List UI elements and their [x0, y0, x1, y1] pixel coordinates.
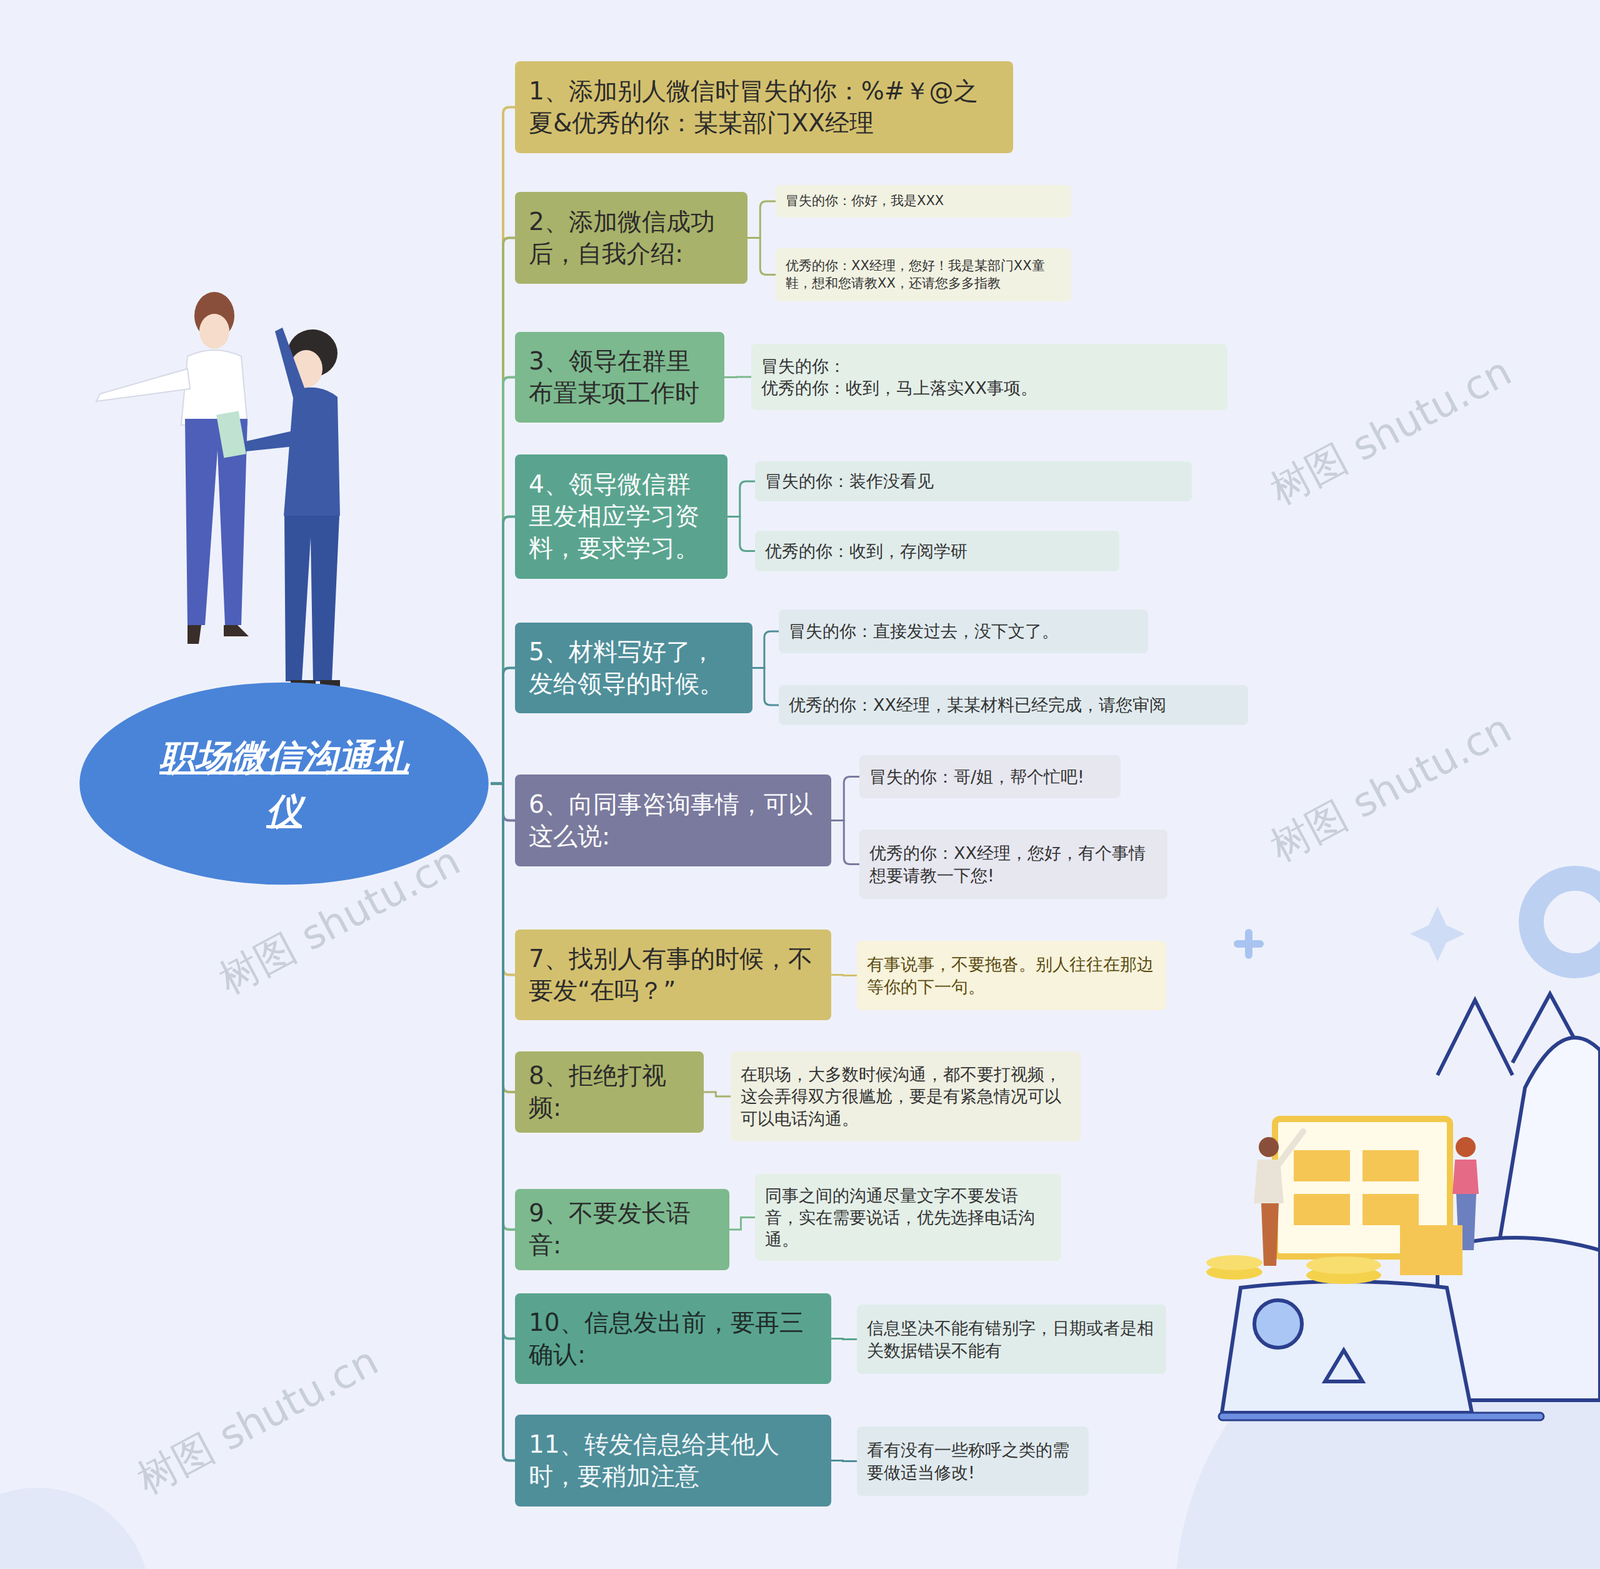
title-text: 职场微信沟通礼仪	[146, 730, 422, 837]
connector	[490, 377, 515, 784]
branch-box: 2、添加微信成功后，自我介绍:	[515, 191, 748, 284]
connector	[747, 238, 776, 275]
node-text: 2、添加微信成功后，自我介绍:	[528, 206, 734, 270]
connector	[490, 668, 515, 784]
watermark: 树图 shutu.cn	[1260, 344, 1521, 517]
connector	[490, 516, 515, 784]
node-text: 优秀的你：收到，存阅学研	[765, 540, 1110, 562]
node-text: 看有没有一些称呼之类的需要做适当修改!	[866, 1438, 1079, 1483]
node-text: 冒失的你：	[761, 355, 1218, 377]
node-text: 优秀的你：XX经理，您好，有个事情想要请教一下您!	[869, 841, 1158, 886]
node-text: 1、添加别人微信时冒失的你：%#￥@之夏&优秀的你：某某部门XX经理	[528, 75, 1000, 139]
connector	[752, 668, 779, 706]
node-text: 有事说事，不要拖沓。别人往往在那边等你的下一句。	[866, 953, 1157, 997]
node-text: 优秀的你：XX经理，某某材料已经完成，请您审阅	[788, 693, 1239, 716]
watermark: 树图 shutu.cn	[127, 1333, 388, 1507]
node-text: 同事之间的沟通尽量文字不要发语音，实在需要说话，优先选择电话沟通。	[765, 1184, 1052, 1250]
node-text: 10、信息发出前，要再三确认:	[528, 1306, 818, 1370]
leaf-box: 冒失的你：直接发过去，没下文了。	[778, 609, 1149, 654]
connector	[727, 481, 755, 517]
node-text: 优秀的你：收到，马上落实XX事项。	[761, 376, 1218, 399]
branch-box: 9、不要发长语音:	[515, 1188, 730, 1270]
node-text: 7、找别人有事的时候，不要发“在吗？”	[528, 943, 818, 1007]
branch-box: 8、拒绝打视频:	[515, 1051, 704, 1133]
branch-box: 3、领导在群里布置某项工作时	[515, 331, 725, 423]
connector	[747, 201, 776, 239]
connector	[490, 107, 515, 784]
node-text: 优秀的你：XX经理，您好！我是某部门XX童鞋，想和您请教XX，还请您多多指教	[785, 257, 1062, 292]
bg-circle	[0, 1487, 150, 1569]
leaf-box: 优秀的你：XX经理，您好！我是某部门XX童鞋，想和您请教XX，还请您多多指教	[775, 248, 1072, 302]
leaf-box: 冒失的你：哥/姐，帮个忙吧!	[859, 755, 1121, 799]
connector	[831, 975, 857, 976]
connector	[831, 776, 860, 821]
node-text: 5、材料写好了，发给领导的时候。	[528, 636, 739, 700]
connector	[831, 1338, 857, 1340]
connector	[724, 376, 752, 379]
leaf-box: 优秀的你：XX经理，某某材料已经完成，请您审阅	[778, 685, 1249, 725]
deco-ring	[1531, 878, 1600, 966]
connector	[729, 1217, 755, 1230]
leaf-box: 看有没有一些称呼之类的需要做适当修改!	[856, 1426, 1089, 1496]
branch-box: 6、向同事咨询事情，可以这么说:	[515, 774, 832, 867]
leaf-box: 有事说事，不要拖沓。别人往往在那边等你的下一句。	[856, 940, 1167, 1010]
node-text: 3、领导在群里布置某项工作时	[528, 345, 711, 409]
branch-box: 5、材料写好了，发给领导的时候。	[515, 622, 753, 714]
leaf-box: 冒失的你：你好，我是XXX	[775, 185, 1072, 218]
branch-box: 10、信息发出前，要再三确认:	[515, 1293, 832, 1384]
connector	[831, 820, 860, 865]
watermark: 树图 shutu.cn	[1260, 701, 1521, 874]
leaf-box: 在职场，大多数时候沟通，都不要打视频，这会弄得双方很尴尬，要是有紧急情况可以可以…	[730, 1051, 1081, 1142]
people-illustration	[96, 291, 340, 687]
connector	[752, 631, 779, 669]
branch-box: 4、领导微信群里发相应学习资料，要求学习。	[515, 454, 728, 579]
branch-box: 7、找别人有事的时候，不要发“在吗？”	[515, 929, 832, 1020]
office-illustration	[1206, 993, 1600, 1420]
connector	[703, 1091, 731, 1097]
connector	[490, 783, 515, 1461]
leaf-box: 优秀的你：XX经理，您好，有个事情想要请教一下您!	[859, 829, 1168, 899]
node-text: 8、拒绝打视频:	[528, 1060, 690, 1124]
node-text: 冒失的你：哥/姐，帮个忙吧!	[869, 765, 1111, 788]
node-text: 9、不要发长语音:	[528, 1197, 716, 1261]
connector	[490, 238, 515, 784]
leaf-box: 同事之间的沟通尽量文字不要发语音，实在需要说话，优先选择电话沟通。	[755, 1173, 1062, 1261]
leaf-box: 冒失的你：装作没看见	[755, 461, 1192, 502]
node-text: 在职场，大多数时候沟通，都不要打视频，这会弄得双方很尴尬，要是有紧急情况可以可以…	[740, 1063, 1071, 1129]
branch-box: 1、添加别人微信时冒失的你：%#￥@之夏&优秀的你：某某部门XX经理	[515, 61, 1014, 154]
leaf-box: 优秀的你：收到，存阅学研	[755, 530, 1120, 572]
node-text: 4、领导微信群里发相应学习资料，要求学习。	[528, 468, 714, 564]
node-text: 信息坚决不能有错别字，日期或者是相关数据错误不能有	[866, 1316, 1157, 1361]
deco-star	[1410, 906, 1465, 962]
node-text: 6、向同事咨询事情，可以这么说:	[528, 788, 818, 852]
node-text: 冒失的你：装作没看见	[765, 470, 1182, 492]
branch-box: 11、转发信息给其他人时，要稍加注意	[515, 1414, 832, 1507]
connector	[727, 516, 755, 552]
node-text: 冒失的你：你好，我是XXX	[785, 192, 1062, 210]
connector	[831, 1460, 857, 1462]
leaf-box: 冒失的你：优秀的你：收到，马上落实XX事项。	[751, 343, 1228, 410]
node-text: 冒失的你：直接发过去，没下文了。	[788, 620, 1139, 642]
leaf-box: 信息坚决不能有错别字，日期或者是相关数据错误不能有	[856, 1304, 1167, 1374]
node-text: 11、转发信息给其他人时，要稍加注意	[528, 1428, 818, 1492]
deco-plus	[1237, 932, 1260, 955]
